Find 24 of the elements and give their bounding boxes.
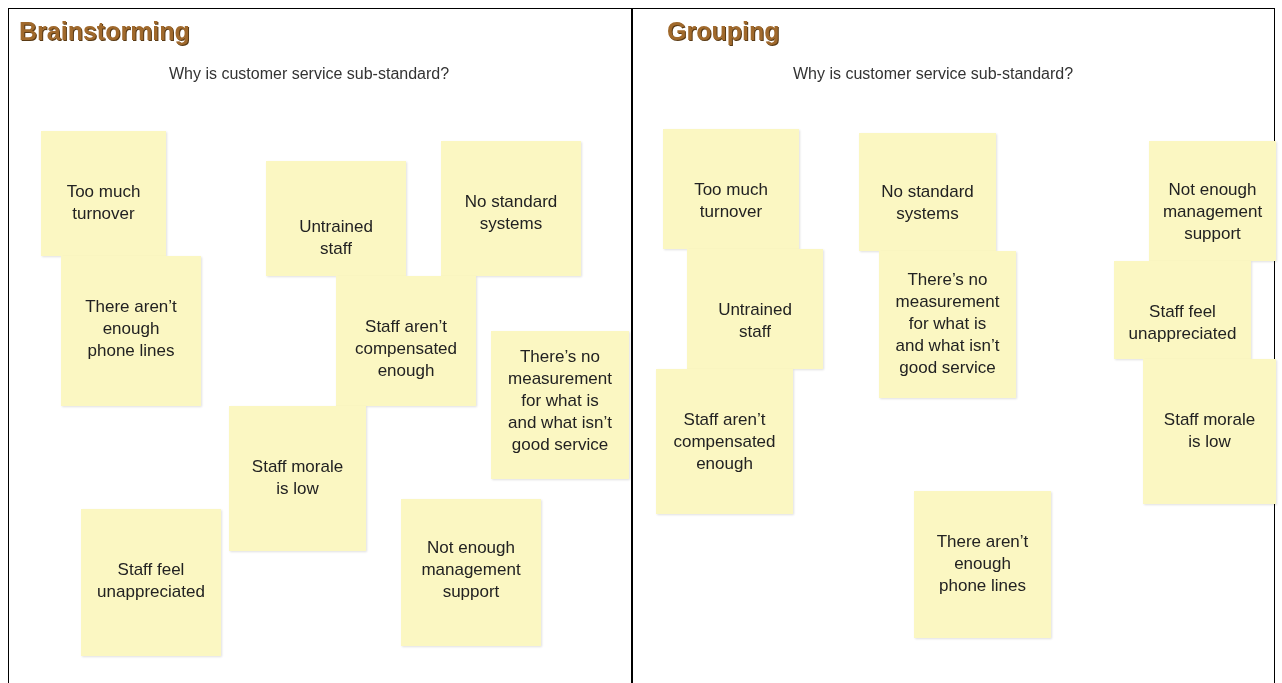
sticky-note: Too much turnover [663, 129, 799, 249]
sticky-note: Not enough management support [1149, 141, 1276, 261]
sticky-note: Staff feel unappreciated [1114, 261, 1251, 359]
sticky-note: Untrained staff [266, 161, 406, 276]
sticky-note: There’s no measurement for what is and what isn’t good service [879, 251, 1016, 398]
sticky-note: Staff feel unappreciated [81, 509, 221, 656]
sticky-note: There aren’t enough phone lines [61, 256, 201, 406]
sticky-note: Untrained staff [687, 249, 823, 369]
sticky-note: There’s no measurement for what is and what isn’t good service [491, 331, 629, 479]
sticky-note: Staff morale is low [229, 406, 366, 551]
sticky-note: There aren’t enough phone lines [914, 491, 1051, 638]
panel-heading: Brainstorming [19, 17, 190, 46]
panel [632, 8, 1275, 683]
panel [8, 8, 632, 683]
sticky-note: Staff aren’t compensated enough [656, 369, 793, 514]
sticky-note: Staff aren’t compensated enough [336, 276, 476, 406]
panel-heading: Grouping [667, 17, 780, 46]
sticky-note: No standard systems [441, 141, 581, 276]
question-text: Why is customer service sub-standard? [169, 65, 450, 83]
sticky-note: Not enough management support [401, 499, 541, 646]
sticky-note: No standard systems [859, 133, 996, 251]
sticky-note: Too much turnover [41, 131, 166, 256]
sticky-note: Staff morale is low [1143, 359, 1276, 504]
question-text: Why is customer service sub-standard? [793, 65, 1074, 83]
